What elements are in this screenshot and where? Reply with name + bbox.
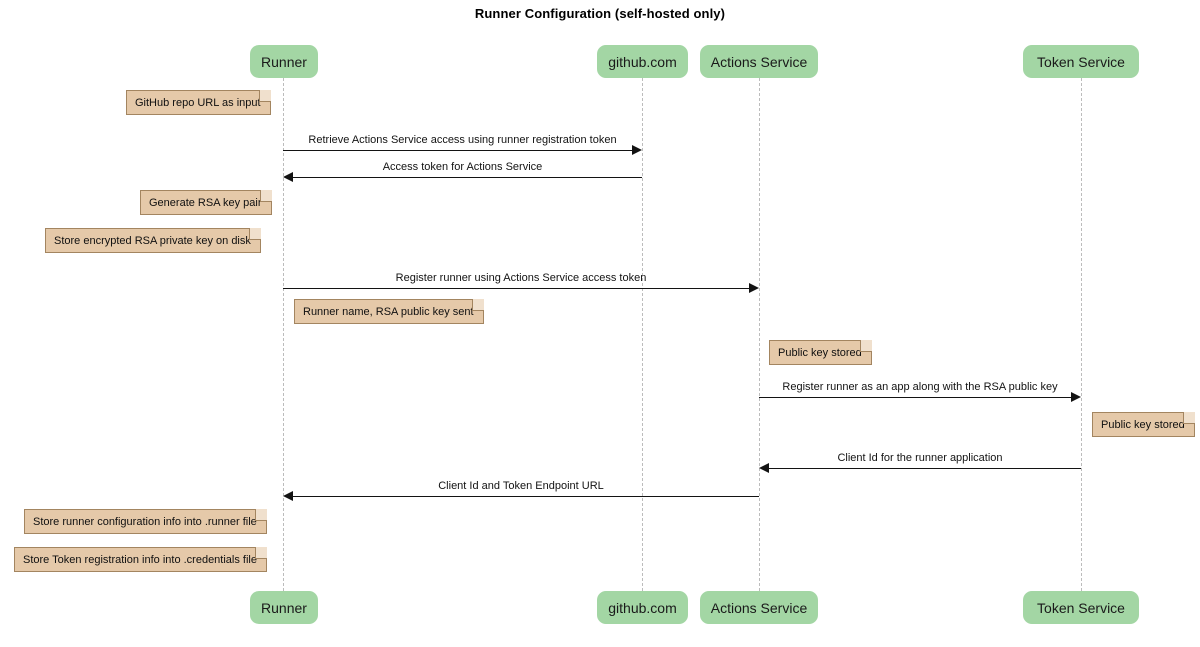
- note-text: Public key stored: [1101, 419, 1185, 431]
- note-text: GitHub repo URL as input: [135, 97, 261, 109]
- note-text: Runner name, RSA public key sent: [303, 306, 474, 318]
- msg-client-id-line: [769, 468, 1081, 469]
- msg-access-token-label: Access token for Actions Service: [382, 161, 543, 173]
- note-github-repo-url: GitHub repo URL as input: [126, 90, 271, 115]
- note-fold-icon: [248, 228, 261, 240]
- participant-actions-top[interactable]: Actions Service: [700, 45, 818, 78]
- note-text: Generate RSA key pair: [149, 197, 262, 209]
- note-fold-icon: [259, 190, 272, 202]
- msg-access-token-arrowhead: [283, 172, 293, 182]
- msg-client-id-label: Client Id for the runner application: [837, 452, 1003, 464]
- msg-register-runner-label: Register runner using Actions Service ac…: [395, 272, 647, 284]
- note-public-key-stored-actions: Public key stored: [769, 340, 872, 365]
- lifeline-actions: [759, 78, 760, 591]
- msg-register-app-arrowhead: [1071, 392, 1081, 402]
- msg-register-runner-line: [283, 288, 752, 289]
- participant-token-top[interactable]: Token Service: [1023, 45, 1139, 78]
- participant-actions-bottom[interactable]: Actions Service: [700, 591, 818, 624]
- note-generate-rsa: Generate RSA key pair: [140, 190, 272, 215]
- msg-client-id-token-url-arrowhead: [283, 491, 293, 501]
- participant-runner-bottom[interactable]: Runner: [250, 591, 318, 624]
- participant-token-bottom[interactable]: Token Service: [1023, 591, 1139, 624]
- note-store-private-key: Store encrypted RSA private key on disk: [45, 228, 261, 253]
- lifeline-runner: [283, 78, 284, 591]
- note-store-token-registration: Store Token registration info into .cred…: [14, 547, 267, 572]
- note-store-runner-config: Store runner configuration info into .ru…: [24, 509, 267, 534]
- msg-retrieve-access-arrowhead: [632, 145, 642, 155]
- msg-client-id-arrowhead: [759, 463, 769, 473]
- note-fold-icon: [1182, 412, 1195, 424]
- note-runner-name-key: Runner name, RSA public key sent: [294, 299, 484, 324]
- note-public-key-stored-token: Public key stored: [1092, 412, 1195, 437]
- msg-register-app-label: Register runner as an app along with the…: [782, 381, 1058, 393]
- msg-client-id-token-url-label: Client Id and Token Endpoint URL: [438, 480, 604, 492]
- note-fold-icon: [254, 509, 267, 521]
- note-text: Public key stored: [778, 347, 862, 359]
- note-text: Store Token registration info into .cred…: [23, 554, 257, 566]
- msg-retrieve-access-line: [283, 150, 635, 151]
- note-fold-icon: [471, 299, 484, 311]
- participant-github-top[interactable]: github.com: [597, 45, 688, 78]
- participant-github-bottom[interactable]: github.com: [597, 591, 688, 624]
- note-fold-icon: [254, 547, 267, 559]
- msg-register-runner-arrowhead: [749, 283, 759, 293]
- lifeline-github: [642, 78, 643, 591]
- note-text: Store runner configuration info into .ru…: [33, 516, 257, 528]
- note-fold-icon: [859, 340, 872, 352]
- msg-client-id-token-url-line: [293, 496, 759, 497]
- msg-register-app-line: [759, 397, 1074, 398]
- msg-access-token-line: [293, 177, 642, 178]
- participant-runner-top[interactable]: Runner: [250, 45, 318, 78]
- lifeline-token: [1081, 78, 1082, 591]
- diagram-title: Runner Configuration (self-hosted only): [474, 6, 726, 21]
- note-text: Store encrypted RSA private key on disk: [54, 235, 251, 247]
- msg-retrieve-access-label: Retrieve Actions Service access using ru…: [308, 134, 617, 146]
- note-fold-icon: [258, 90, 271, 102]
